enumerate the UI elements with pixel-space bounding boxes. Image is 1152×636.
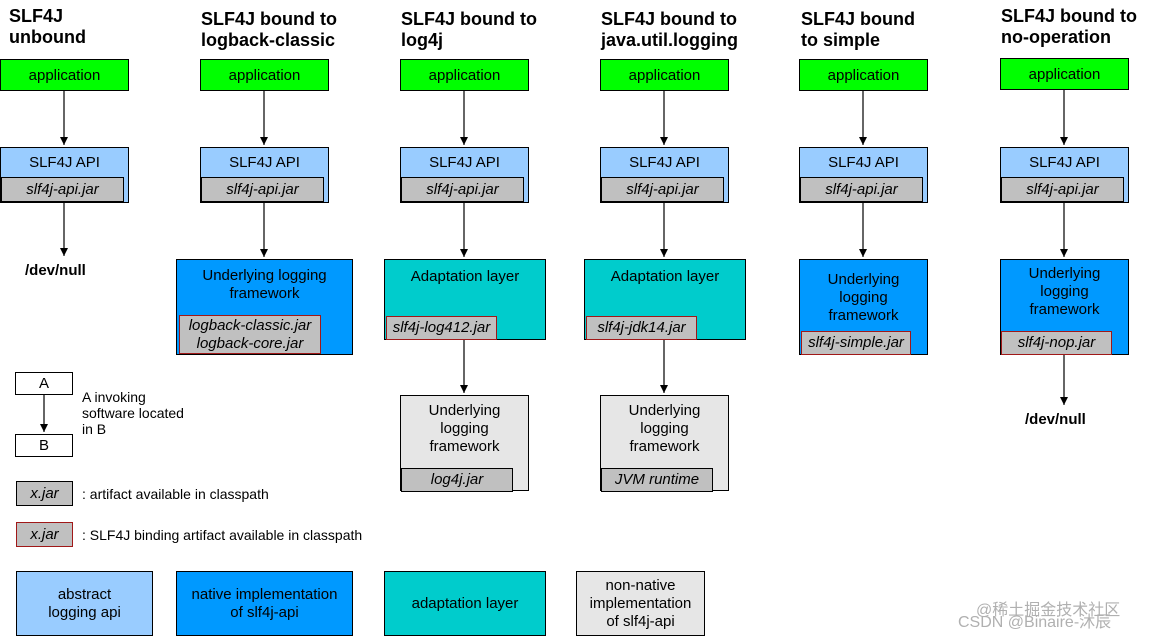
col3-api-label: SLF4J API [429, 154, 500, 171]
col4-adaptation-binding-jar: slf4j-jdk14.jar [586, 316, 697, 340]
col4-application-box: application [600, 59, 729, 91]
col4-nonnative-jar: JVM runtime [601, 468, 713, 492]
col1-api-jar: slf4j-api.jar [1, 177, 124, 202]
legend-abstract-api: abstract logging api [16, 571, 153, 636]
col4-adaptation-box: Adaptation layer slf4j-jdk14.jar [584, 259, 746, 340]
legend-box-a: A [15, 372, 73, 395]
col4-nonnative-label: Underlying logging framework [628, 402, 701, 455]
watermark-csdn: CSDN @Binaire-沐辰 [958, 614, 1112, 631]
col4-api-jar: slf4j-api.jar [601, 177, 724, 202]
col5-application-label: application [827, 66, 900, 84]
col6-api-label: SLF4J API [1029, 154, 1100, 171]
col6-api-box: SLF4J API slf4j-api.jar [1000, 147, 1129, 203]
col2-application-box: application [200, 59, 329, 91]
col3-api-box: SLF4J API slf4j-api.jar [400, 147, 529, 203]
col3-nonnative-box: Underlying logging framework log4j.jar [400, 395, 529, 492]
col5-native-binding-jar: slf4j-simple.jar [801, 331, 911, 355]
col4-title: SLF4J bound to java.util.logging [601, 9, 739, 50]
watermark-juejin: @稀土掘金技术社区 [976, 602, 1121, 619]
col3-title: SLF4J bound to log4j [401, 9, 537, 50]
col2-native-label: Underlying logging framework [202, 267, 327, 302]
col3-nonnative-label: Underlying logging framework [428, 402, 501, 455]
col1-dev-null: /dev/null [25, 262, 86, 279]
col5-api-label: SLF4J API [828, 154, 899, 171]
col4-application-label: application [628, 66, 701, 84]
col3-application-box: application [400, 59, 529, 91]
col5-title: SLF4J bound to simple [801, 9, 915, 50]
col6-api-jar: slf4j-api.jar [1001, 177, 1124, 202]
legend-jar-sample: x.jar [16, 481, 73, 506]
col2-application-label: application [228, 66, 301, 84]
legend-invoke-text: A invoking software located in B [82, 389, 184, 437]
col6-application-label: application [1028, 65, 1101, 83]
col3-adaptation-binding-jar: slf4j-log412.jar [386, 316, 497, 340]
col5-application-box: application [799, 59, 928, 91]
legend-b-label: B [38, 437, 49, 454]
col3-api-jar: slf4j-api.jar [401, 177, 524, 202]
col4-nonnative-box: Underlying logging framework JVM runtime [600, 395, 729, 492]
col6-native-binding-jar: slf4j-nop.jar [1001, 331, 1112, 355]
col1-api-label: SLF4J API [29, 154, 100, 171]
legend-a-label: A [38, 375, 49, 392]
col1-api-box: SLF4J API slf4j-api.jar [0, 147, 129, 203]
col3-adaptation-label: Adaptation layer [410, 268, 520, 285]
col3-nonnative-jar: log4j.jar [401, 468, 513, 492]
col3-application-label: application [428, 66, 501, 84]
col6-native-label: Underlying logging framework [1028, 265, 1101, 318]
legend-native-implementation: native implementation of slf4j-api [176, 571, 353, 636]
legend-nonnative-implementation: non-native implementation of slf4j-api [576, 571, 705, 636]
col6-dev-null: /dev/null [1025, 411, 1086, 428]
legend-binding-text: : SLF4J binding artifact available in cl… [82, 527, 363, 543]
col6-title: SLF4J bound to no-operation [1001, 6, 1137, 47]
col3-adaptation-box: Adaptation layer slf4j-log412.jar [384, 259, 546, 340]
col1-title: SLF4J unbound [9, 6, 86, 47]
col5-api-jar: slf4j-api.jar [800, 177, 923, 202]
col4-api-box: SLF4J API slf4j-api.jar [600, 147, 729, 203]
col2-api-jar: slf4j-api.jar [201, 177, 324, 202]
col6-application-box: application [1000, 58, 1129, 90]
col2-title: SLF4J bound to logback-classic [201, 9, 337, 50]
col5-api-box: SLF4J API slf4j-api.jar [799, 147, 928, 203]
col5-native-label: Underlying logging framework [827, 271, 900, 324]
col2-native-box: Underlying logging framework logback-cla… [176, 259, 353, 355]
legend-jar-text: : artifact available in classpath [82, 486, 269, 502]
col4-adaptation-label: Adaptation layer [610, 268, 720, 285]
legend-box-b: B [15, 434, 73, 457]
col5-native-box: Underlying logging framework slf4j-simpl… [799, 259, 928, 355]
col1-application-box: application [0, 59, 129, 91]
legend-adaptation-layer: adaptation layer [384, 571, 546, 636]
col2-api-label: SLF4J API [229, 154, 300, 171]
col2-native-binding-jar: logback-classic.jar logback-core.jar [179, 315, 321, 354]
col4-api-label: SLF4J API [629, 154, 700, 171]
legend-binding-jar-sample: x.jar [16, 522, 73, 547]
col6-native-box: Underlying logging framework slf4j-nop.j… [1000, 259, 1129, 355]
col1-application-label: application [28, 66, 101, 84]
col2-api-box: SLF4J API slf4j-api.jar [200, 147, 329, 203]
